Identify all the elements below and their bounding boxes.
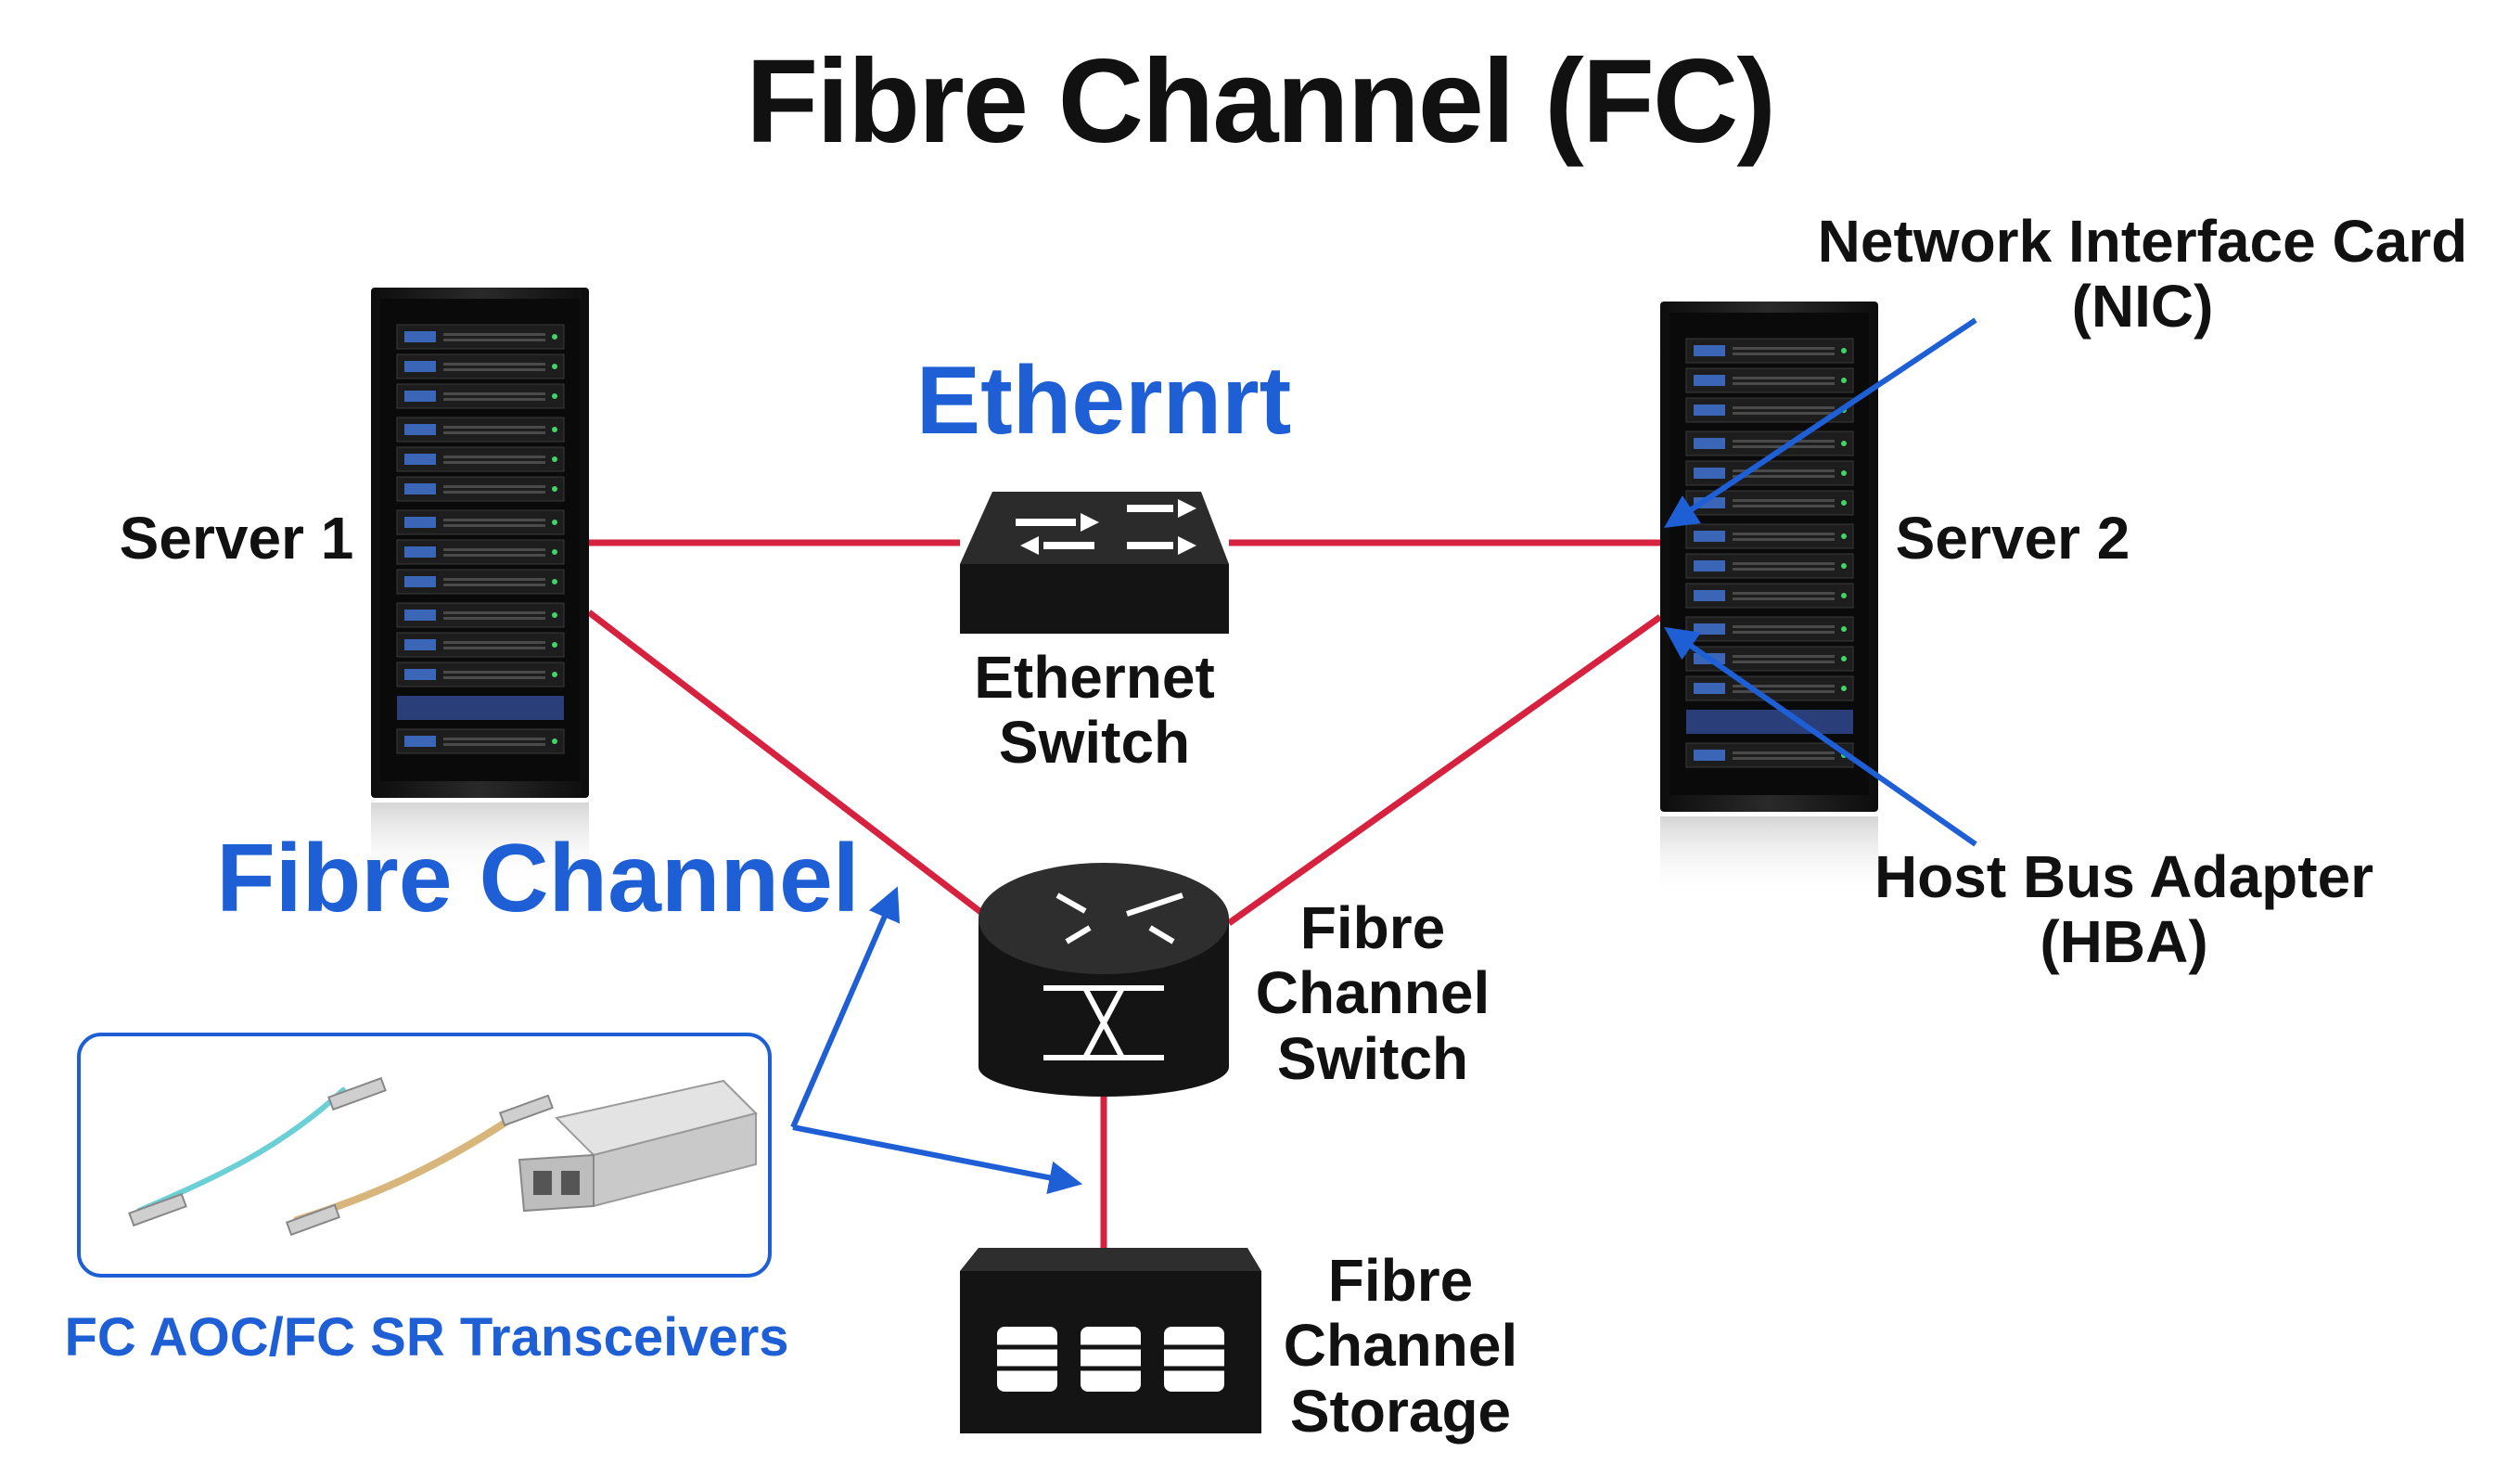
ethernet-switch-icon[interactable]: [960, 492, 1229, 634]
page-title: Fibre Channel (FC): [746, 35, 1776, 168]
server2-label: Server 2: [1895, 505, 2130, 572]
transceivers-label: FC AOC/FC SR Transceivers: [64, 1307, 789, 1368]
transceiver-box: [77, 1033, 772, 1278]
ethernet-heading: Ethernrt: [915, 347, 1292, 455]
server1-label: Server 1: [119, 505, 354, 572]
fibre-channel-heading: Fibre Channel: [216, 825, 860, 932]
server-rack-icon[interactable]: [371, 288, 589, 886]
fc-switch-icon[interactable]: [979, 863, 1229, 1097]
storage-icon[interactable]: [960, 1248, 1261, 1433]
hba-label: Host Bus Adapter(HBA): [1874, 843, 2374, 976]
nic-label: Network Interface Card(NIC): [1817, 208, 2468, 340]
server-rack-icon[interactable]: [1660, 302, 1878, 900]
aoc-cable-icon: [128, 1076, 554, 1237]
annotation-arrows: [790, 317, 1977, 1195]
fibre-channel-links: [586, 610, 1663, 1248]
sfp-transceiver-icon: [518, 1079, 758, 1213]
